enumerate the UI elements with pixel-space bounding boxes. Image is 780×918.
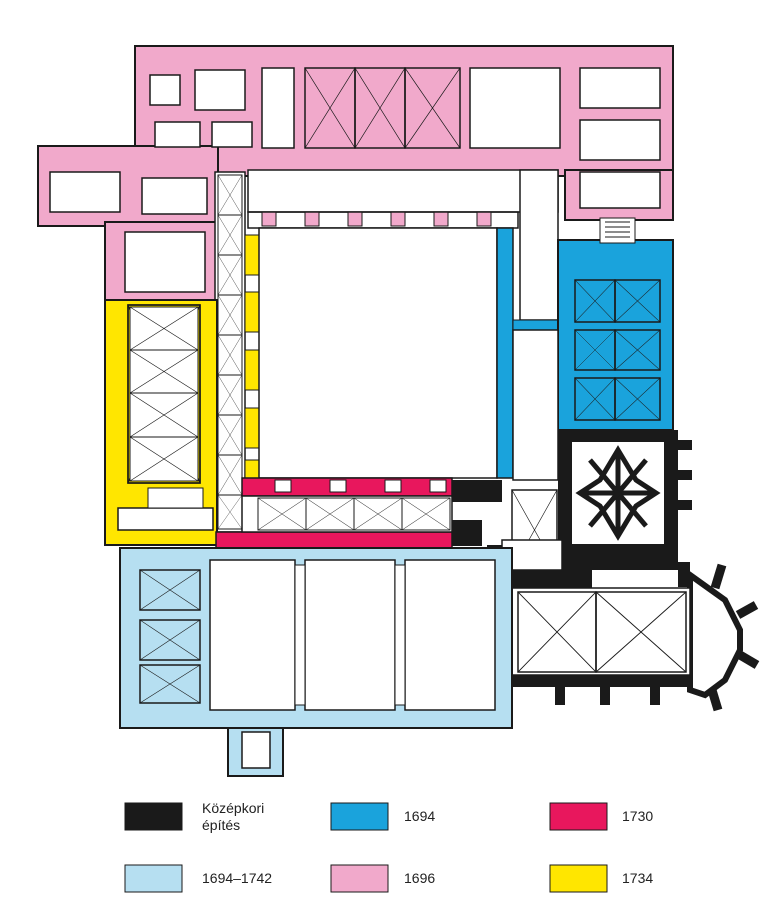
legend-label-1734: 1734 <box>622 870 654 886</box>
legend <box>124 802 608 893</box>
legend-label-1694-1742: 1694–1742 <box>202 870 273 886</box>
legend-swatch-1694 <box>330 802 389 831</box>
courtyard <box>258 227 498 479</box>
legend-swatch-1694-1742 <box>124 864 183 893</box>
legend-swatch-1730 <box>549 802 608 831</box>
legend-label-medieval: Középkori építés <box>202 800 265 833</box>
chapel-nave <box>511 587 691 676</box>
legend-label-1730: 1730 <box>622 808 654 824</box>
legend-label-1696: 1696 <box>404 870 436 886</box>
medieval-structure <box>452 430 760 712</box>
wing-1694 <box>496 217 674 481</box>
legend-swatch-1734 <box>549 864 608 893</box>
wing-1694-1742 <box>119 547 513 777</box>
legend-swatch-medieval <box>124 802 183 831</box>
legend-label-1694: 1694 <box>404 808 436 824</box>
wing-1696 <box>37 45 674 321</box>
wing-1730 <box>215 477 453 549</box>
legend-swatch-1696 <box>330 864 389 893</box>
west-arcade <box>214 171 246 533</box>
